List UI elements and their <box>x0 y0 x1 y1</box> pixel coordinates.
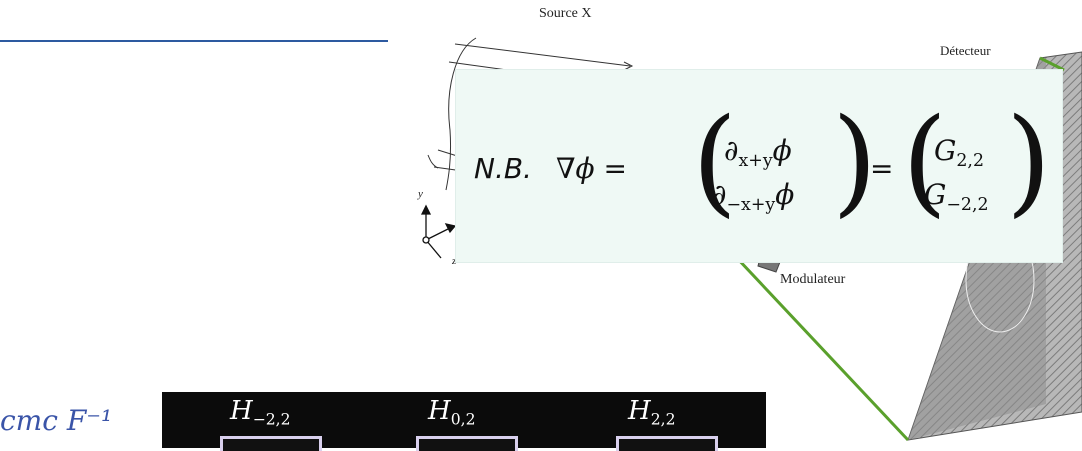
inverse-fourier-partial: cmc F⁻¹ <box>0 404 112 437</box>
harmonic-label-h2-2: H2,2 <box>628 396 676 428</box>
h-subscript: 0,2 <box>451 410 476 428</box>
harmonic-label-h-2-2: H−2,2 <box>230 396 291 428</box>
partial-symbol: ∂ <box>712 178 726 211</box>
g2-subscript: −2,2 <box>946 195 988 215</box>
row1-subscript: x+y <box>738 151 772 171</box>
h-symbol: H <box>230 396 253 426</box>
matrix1-row2: ∂−x+yϕ <box>712 178 794 215</box>
row2-subscript: −x+y <box>726 195 775 215</box>
phi-symbol: ϕ <box>773 134 792 167</box>
note-prefix: N.B. <box>474 152 532 185</box>
matrix2-row1: G2,2 <box>934 134 984 171</box>
h-symbol: H <box>428 396 451 426</box>
h-subscript: −2,2 <box>253 410 291 428</box>
source-label: Source X <box>539 6 592 22</box>
detector-label: Détecteur <box>940 43 991 59</box>
note-gradient: ∇ϕ = <box>556 152 627 185</box>
note-equals: = <box>870 152 893 185</box>
g-symbol: G <box>924 178 946 211</box>
h-subscript: 2,2 <box>651 410 676 428</box>
h-symbol: H <box>628 396 651 426</box>
phi-symbol: ϕ <box>775 178 794 211</box>
harmonic-frame-1 <box>220 436 322 451</box>
matrix2-row2: G−2,2 <box>924 178 989 215</box>
modulator-label: Modulateur <box>780 272 845 288</box>
harmonic-frame-3 <box>616 436 718 451</box>
g1-subscript: 2,2 <box>956 151 984 171</box>
partial-symbol: ∂ <box>724 134 738 167</box>
axis-y-label: y <box>418 188 423 200</box>
g-symbol: G <box>934 134 956 167</box>
harmonic-label-h0-2: H0,2 <box>428 396 476 428</box>
matrix1-row1: ∂x+yϕ <box>724 134 792 171</box>
axis-triad <box>422 206 455 258</box>
right-paren-2: ) <box>1006 104 1051 220</box>
harmonic-frame-2 <box>416 436 518 451</box>
